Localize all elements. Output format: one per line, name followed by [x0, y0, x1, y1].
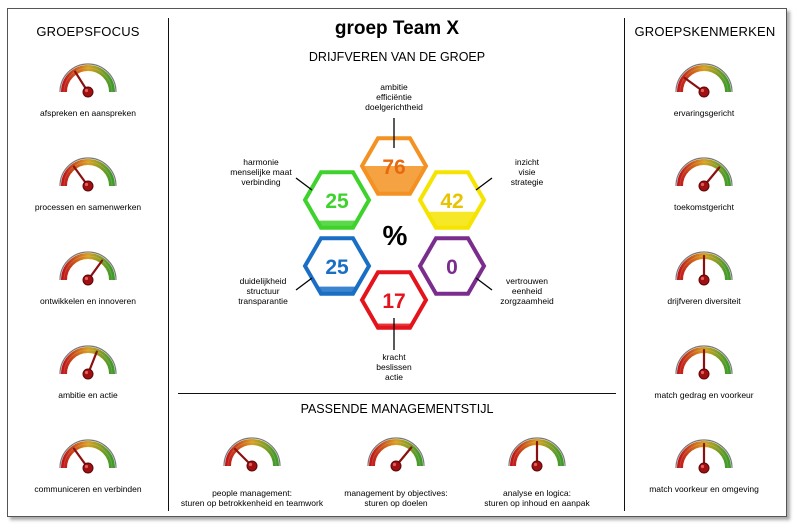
hexagon-label: ambitie efficiëntie doelgerichtheid — [365, 82, 423, 112]
drijfveer-hexagon: 25 — [302, 236, 372, 296]
groepsfocus-gauge — [56, 152, 120, 196]
drijfveer-hexagon: 25 — [302, 170, 372, 230]
report-frame — [7, 8, 787, 517]
groepsfocus-gauge — [56, 434, 120, 478]
groepskenmerken-gauge — [672, 152, 736, 196]
groepskenmerken-gauge — [672, 246, 736, 290]
gauge-label: ontwikkelen en innoveren — [40, 296, 136, 306]
hexagon-value: 0 — [446, 256, 458, 279]
management-label: people management:sturen op betrokkenhei… — [162, 488, 342, 508]
drijfveer-hexagon: 42 — [417, 170, 487, 230]
hexagon-value: 17 — [382, 290, 405, 313]
column-divider-right — [624, 18, 625, 511]
management-gauge — [220, 432, 284, 476]
gauge-label: drijfveren diversiteit — [667, 296, 741, 306]
management-gauge — [505, 432, 569, 476]
hexagon-value: 42 — [440, 190, 463, 213]
groepskenmerken-gauge — [672, 58, 736, 102]
page-title: groep Team X — [334, 18, 460, 39]
management-label-line1: management by objectives: — [344, 488, 448, 498]
hexagon-label: harmonie menselijke maat verbinding — [230, 157, 292, 187]
management-label-line2: sturen op inhoud en aanpak — [484, 498, 590, 508]
hexagon-connector — [475, 177, 493, 191]
gauge-label: afspreken en aanspreken — [40, 108, 136, 118]
hexagon-label: inzicht visie strategie — [510, 157, 544, 187]
gauge-label: ambitie en actie — [58, 390, 118, 400]
hexagon-label: kracht beslissen actie — [376, 352, 412, 382]
gauge-label: toekomstgericht — [674, 202, 734, 212]
gauge-label: match gedrag en voorkeur — [654, 390, 754, 400]
hexagon-label: duidelijkheid structuur transparantie — [238, 276, 288, 306]
groepskenmerken-gauge — [672, 434, 736, 478]
management-gauge — [364, 432, 428, 476]
hexagon-connector — [295, 277, 313, 291]
groepskenmerken-title: GROEPSKENMERKEN — [634, 24, 776, 39]
groepsfocus-gauge — [56, 246, 120, 290]
groepsfocus-gauge — [56, 340, 120, 384]
groepskenmerken-gauge — [672, 340, 736, 384]
management-label-line2: sturen op doelen — [364, 498, 428, 508]
hexagon-value: 25 — [325, 190, 349, 213]
hexagon-value: 76 — [382, 156, 405, 179]
percent-symbol: % — [383, 220, 408, 251]
management-label: analyse en logica:sturen op inhoud en aa… — [447, 488, 627, 508]
column-divider-left — [168, 18, 169, 511]
gauge-label: processen en samenwerken — [34, 202, 142, 212]
management-label-line1: people management: — [212, 488, 292, 498]
hexagon-value: 25 — [325, 256, 349, 279]
gauge-label: ervaringsgericht — [673, 108, 735, 118]
groepsfocus-title: GROEPSFOCUS — [36, 24, 140, 39]
drijfveer-hexagon: 0 — [417, 236, 487, 296]
drijfveer-hexagon: 76 — [359, 136, 429, 196]
section-divider — [178, 393, 616, 394]
hexagon-connector — [475, 277, 493, 291]
gauge-label: match voorkeur en omgeving — [649, 484, 759, 494]
management-label: management by objectives:sturen op doele… — [306, 488, 486, 508]
drijfveren-title: DRIJFVEREN VAN DE GROEP — [308, 50, 486, 64]
hexagon-label: vertrouwen eenheid zorgzaamheid — [500, 276, 554, 306]
hexagon-connector — [295, 177, 313, 191]
management-label-line2: sturen op betrokkenheid en teamwork — [180, 498, 324, 508]
management-title: PASSENDE MANAGEMENTSTIJL — [300, 402, 494, 416]
gauge-label: communiceren en verbinden — [34, 484, 142, 494]
groepsfocus-gauge — [56, 58, 120, 102]
management-label-line1: analyse en logica: — [502, 488, 572, 498]
